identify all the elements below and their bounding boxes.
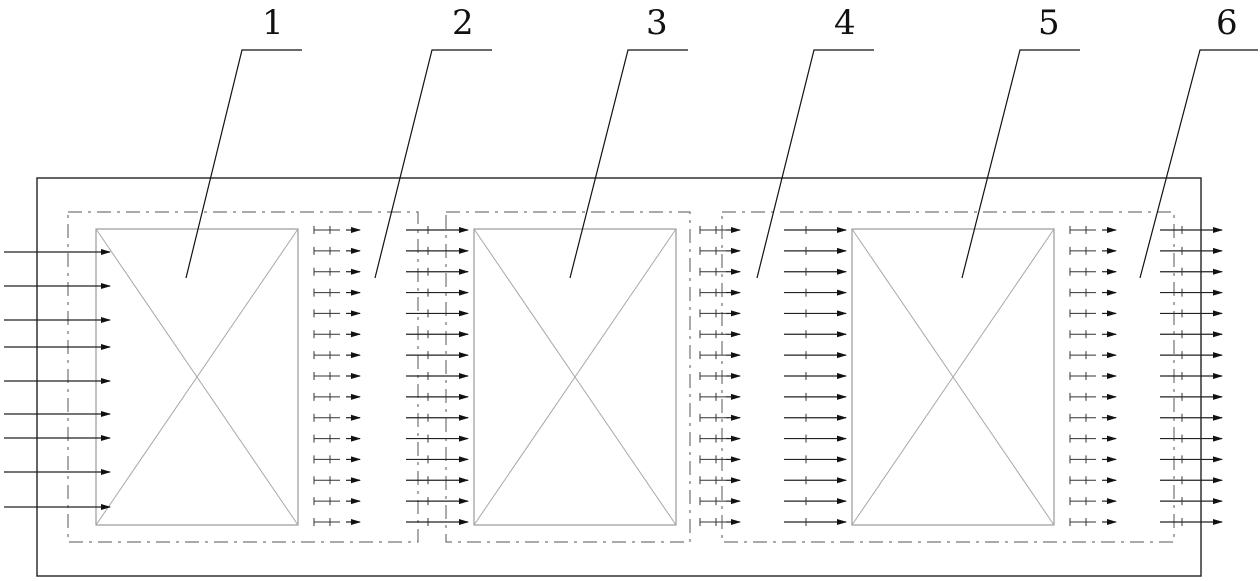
leader-5 (961, 49, 1080, 279)
inlet-arrows (4, 249, 111, 510)
leader-1 (185, 49, 302, 279)
callout-4: 4 (834, 3, 856, 43)
channel-6-arrows (1069, 226, 1223, 526)
block-5 (851, 228, 1055, 526)
callout-5: 5 (1038, 3, 1060, 43)
callout-6: 6 (1216, 3, 1238, 43)
channel-2-arrows (313, 226, 469, 526)
outer-housing (36, 177, 1202, 577)
channel-4-arrows (699, 226, 847, 526)
leader-4 (756, 49, 874, 279)
zone-boundary-1 (67, 211, 419, 543)
callout-3: 3 (646, 3, 668, 43)
callout-1: 1 (262, 3, 284, 43)
leader-3 (569, 49, 688, 279)
callout-leaders (185, 49, 1258, 279)
callout-2: 2 (452, 3, 474, 43)
block-1 (95, 228, 299, 526)
leader-2 (374, 49, 492, 279)
block-3 (473, 228, 677, 526)
leader-6 (1139, 49, 1258, 279)
zone-boundary-3 (721, 211, 1175, 543)
zone-boundary-2 (445, 211, 691, 543)
